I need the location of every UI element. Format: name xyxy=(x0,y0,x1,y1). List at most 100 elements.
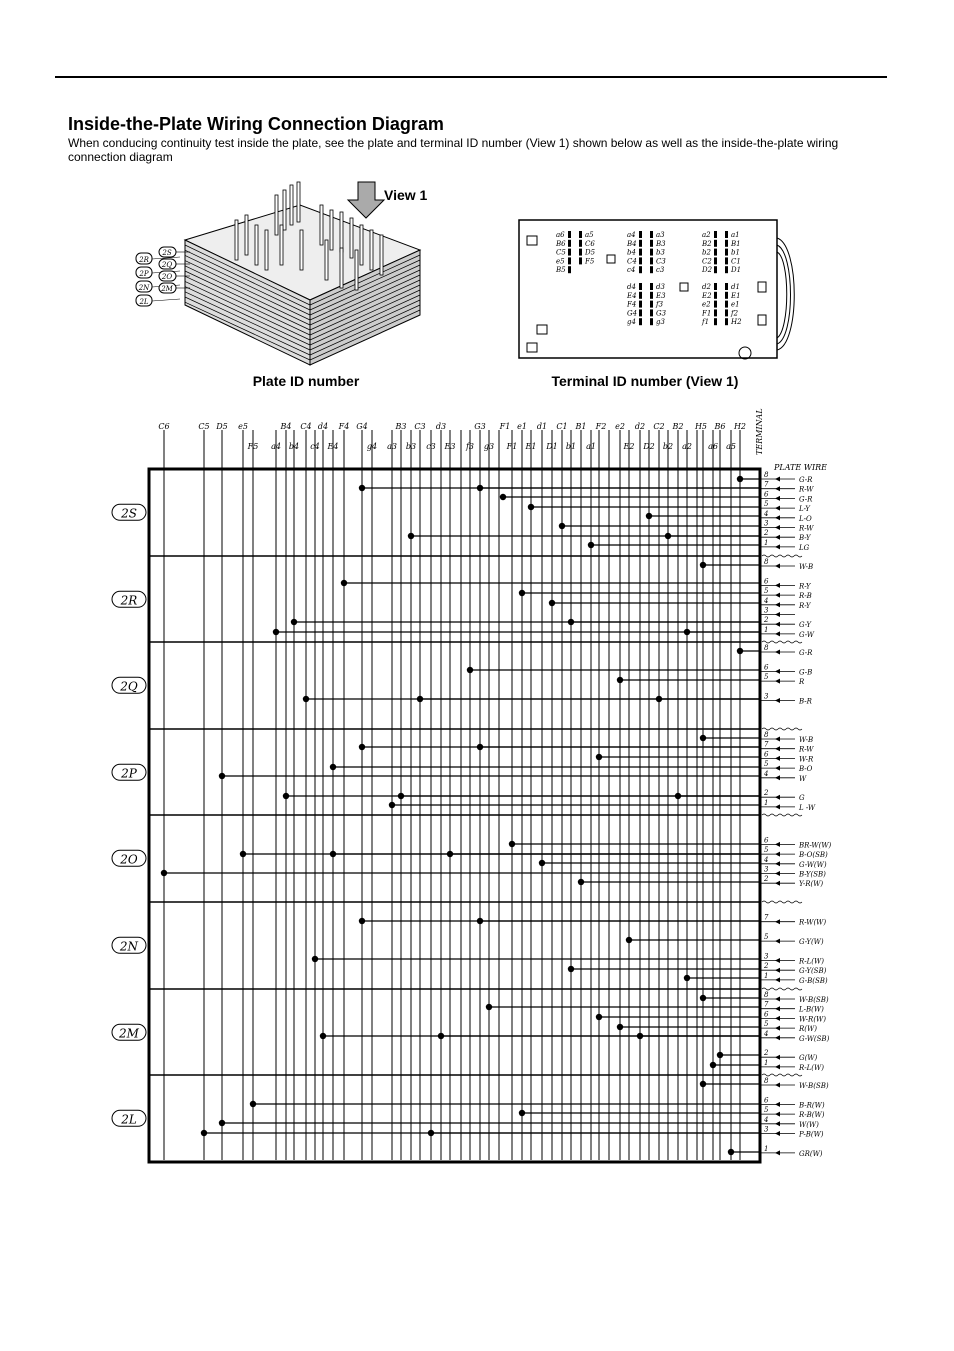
plate-wire-label: R(W) xyxy=(798,1025,817,1033)
connection-point xyxy=(218,1119,760,1127)
plate-id-label: 2R xyxy=(120,593,138,607)
connection-point xyxy=(548,599,760,607)
connection-point xyxy=(567,965,760,973)
plate-wire-label: R-Y xyxy=(798,582,812,590)
plate-wire-label: B-Y xyxy=(798,534,812,542)
top-terminal-label: H2 xyxy=(733,422,746,431)
connection-point xyxy=(499,493,760,501)
svg-text:E2: E2 xyxy=(701,292,712,300)
svg-text:B2: B2 xyxy=(701,240,712,248)
plate-wire-label: W-B(SB) xyxy=(799,1082,829,1090)
plate-id-label: 2S xyxy=(120,506,137,520)
terminal-row: 4G-W(W) xyxy=(760,856,827,869)
plate-wire-label: G-R xyxy=(799,495,813,503)
connection-point xyxy=(577,878,760,886)
terminal-number: 1 xyxy=(764,539,768,547)
plate-tag: 2S xyxy=(158,246,190,258)
plate-id-label: 2N xyxy=(119,939,139,953)
svg-text:2P: 2P xyxy=(138,270,148,278)
connection-point xyxy=(160,869,760,877)
plate-tag: 2R xyxy=(135,252,181,265)
plate-id-badge xyxy=(111,763,147,781)
terminal-number: 1 xyxy=(764,1145,768,1153)
terminal-row: 7L-B(W) xyxy=(760,1001,824,1014)
svg-text:f1: f1 xyxy=(701,318,709,326)
svg-text:b4: b4 xyxy=(627,249,636,257)
plate-block: 2L8W-B(SB)6B-R(W)5R-B(W)4W(W)3P-B(W)1GR(… xyxy=(111,1077,829,1158)
connection-point xyxy=(272,628,760,636)
terminal-number: 1 xyxy=(764,972,768,980)
terminal-number: 3 xyxy=(764,607,769,615)
svg-text:f2: f2 xyxy=(730,309,739,317)
connection-point xyxy=(518,589,760,597)
svg-text:E4: E4 xyxy=(626,292,637,300)
terminal-number: 5 xyxy=(764,760,769,768)
plate-wire-header: PLATE WIRE xyxy=(773,463,827,472)
connection-point xyxy=(558,522,760,530)
connection-point xyxy=(249,1100,760,1108)
plate-wire-label: R-L(W) xyxy=(798,1064,824,1072)
plate-wire-label: B-O xyxy=(798,765,813,773)
plate-id-badge xyxy=(111,1023,147,1041)
bottom-terminal-label: a1 xyxy=(586,442,596,451)
terminal-number: 2 xyxy=(763,962,769,970)
top-terminal-label: d2 xyxy=(635,422,645,431)
terminal-row: 5R-B(W) xyxy=(760,1106,825,1119)
plate-wire-label: W-R(W) xyxy=(799,1015,826,1023)
plate-wire-label: W-B xyxy=(799,736,813,744)
plate-wire-label: L-B(W) xyxy=(798,1006,824,1014)
connection-point xyxy=(518,1109,760,1117)
terminal-number: 6 xyxy=(764,750,769,758)
terminal-number: 3 xyxy=(764,866,769,874)
plate-tag: 2Q xyxy=(158,258,190,270)
terminal-row: 2Y-R(W) xyxy=(760,875,823,888)
terminal-row: 5B-O(SB) xyxy=(760,846,828,859)
connection-point xyxy=(311,955,760,963)
bottom-terminal-label: b2 xyxy=(663,442,673,451)
top-rule xyxy=(55,76,887,78)
bottom-terminal-label: a6 xyxy=(708,442,718,451)
plate-wire-label: B-R xyxy=(798,698,813,706)
terminal-number: 1 xyxy=(764,626,768,634)
bottom-terminal-label: F1 xyxy=(506,442,518,451)
plate-wire-label: G-R xyxy=(799,476,813,484)
connection-point xyxy=(427,1129,760,1137)
connection-point xyxy=(538,859,760,867)
svg-text:e2: e2 xyxy=(702,301,711,309)
terminal-number: 4 xyxy=(763,1116,768,1124)
terminal-number: 2 xyxy=(763,789,769,797)
terminal-row: 3R-L(W) xyxy=(760,953,824,966)
terminal-number: 4 xyxy=(763,856,768,864)
plate-id-label: 2O xyxy=(119,852,138,866)
top-terminal-label: F2 xyxy=(595,422,607,431)
top-terminal-label: B3 xyxy=(395,422,407,431)
connection-point xyxy=(636,1032,760,1040)
plate-id-label: 2M xyxy=(118,1026,140,1040)
terminal-number: 7 xyxy=(764,481,769,489)
plate-wire-label: R xyxy=(798,678,805,686)
svg-text:g4: g4 xyxy=(627,318,636,326)
bottom-terminal-label: E2 xyxy=(623,442,635,451)
plate-wire-label: LG xyxy=(798,544,810,552)
svg-text:C6: C6 xyxy=(585,240,595,248)
svg-text:F1: F1 xyxy=(701,309,711,317)
terminal-row: 2G-Y(SB) xyxy=(760,962,827,975)
terminal-row: 8W-B xyxy=(760,558,813,571)
connection-point xyxy=(476,484,760,492)
terminal-number: 2 xyxy=(763,616,769,624)
page-title: Inside-the-Plate Wiring Connection Diagr… xyxy=(68,114,444,134)
top-terminal-label: C6 xyxy=(158,422,169,431)
plate-wire-label: G-W xyxy=(799,631,815,639)
terminal-number: 5 xyxy=(764,587,769,595)
